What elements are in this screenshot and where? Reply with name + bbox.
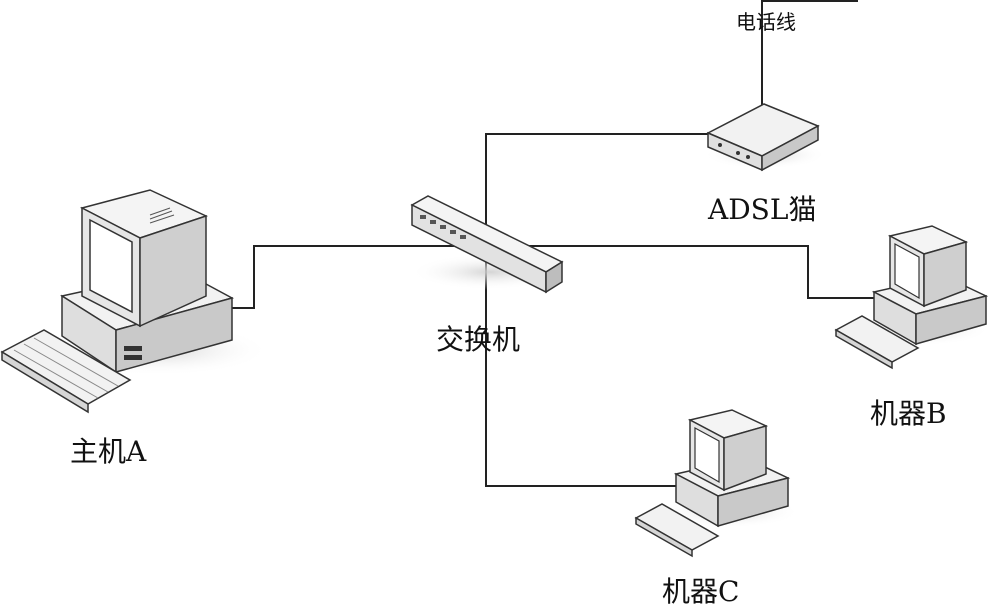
phone-line-label: 电话线 xyxy=(736,10,796,34)
switch-to-machine-b-line xyxy=(486,245,898,299)
machine-b-computer-icon xyxy=(834,225,990,370)
phone-line xyxy=(761,0,858,130)
adsl-modem-label: ADSL猫 xyxy=(708,193,817,226)
switch-label: 交换机 xyxy=(436,323,521,356)
machine-b-label: 机器B xyxy=(870,397,947,430)
host-a-computer-icon xyxy=(0,189,270,414)
switch-icon xyxy=(410,195,570,294)
host-a-label: 主机A xyxy=(70,435,147,468)
machine-c-label: 机器C xyxy=(662,575,740,608)
adsl-modem-icon xyxy=(703,103,827,172)
switch-ports xyxy=(420,215,466,239)
adsl-to-switch-line xyxy=(485,133,712,487)
machine-c-computer-icon xyxy=(634,409,800,558)
